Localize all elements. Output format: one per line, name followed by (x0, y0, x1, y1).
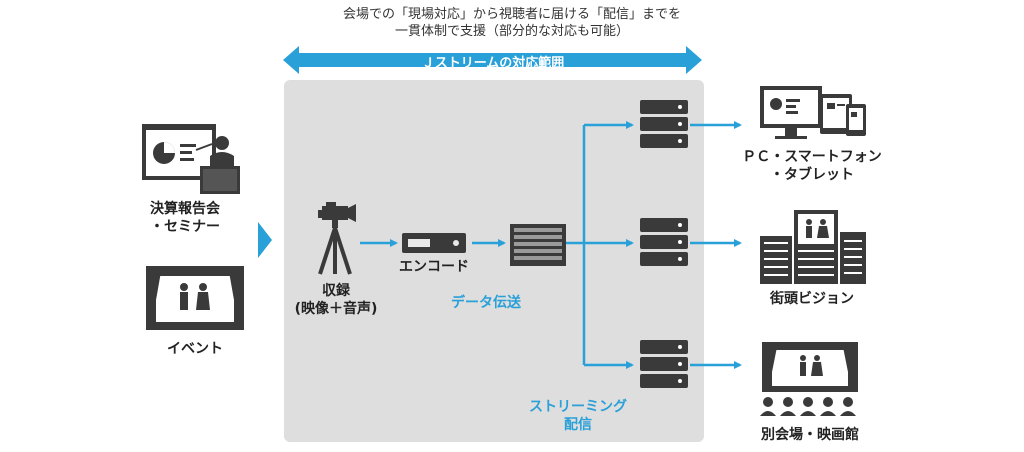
recording-label: 収録 (映像＋音声) (295, 282, 378, 318)
theater-icon (760, 342, 858, 416)
top-caption: 会場での「現場対応」から視聴者に届ける「配信」までを 一貫体制で支援（部分的な対… (343, 6, 681, 40)
recording-label-line2: (映像＋音声) (294, 301, 378, 317)
event-label: イベント (167, 341, 223, 357)
street-vision-buildings-icon (760, 210, 866, 284)
devices-icon (760, 86, 866, 139)
caption-line1: 会場での「現場対応」から視聴者に届ける「配信」までを (342, 7, 682, 22)
central-server-icon (510, 224, 566, 266)
scope-label: Ｊストリームの対応範囲 (421, 56, 565, 71)
camera-tripod-icon (318, 202, 356, 275)
venue-label: 別会場・映画館 (761, 427, 859, 443)
server-stack-top-icon (640, 100, 688, 148)
streaming-label-line1: ストリーミング (529, 399, 627, 415)
scope-arrow (283, 46, 702, 74)
event-stage-icon (146, 266, 244, 330)
server-stack-bottom-icon (640, 340, 688, 388)
devices-label: ＰＣ・スマートフォン ・タブレット (742, 148, 882, 184)
encoder-device-icon (402, 233, 466, 253)
devices-label-line2: ・タブレット (770, 167, 854, 183)
encode-label: エンコード (399, 259, 469, 275)
devices-label-line1: ＰＣ・スマートフォン (742, 149, 882, 165)
caption-line2: 一貫体制で支援（部分的な対応も可能） (394, 24, 630, 39)
scope-panel (284, 80, 704, 442)
server-stack-mid-icon (640, 218, 688, 266)
signage-label: 街頭ビジョン (770, 291, 854, 307)
seminar-presentation-icon (142, 124, 240, 194)
seminar-label: 決算報告会 ・セミナー (150, 200, 220, 236)
data-transfer-label: データ伝送 (451, 295, 521, 311)
streaming-label-line2: 配信 (564, 417, 592, 433)
seminar-label-line1: 決算報告会 (150, 201, 220, 217)
streaming-label: ストリーミング 配信 (529, 398, 627, 434)
flow-arrows (360, 121, 742, 369)
seminar-label-line2: ・セミナー (150, 219, 220, 235)
recording-label-line1: 収録 (321, 283, 350, 299)
input-arrow-icon (258, 222, 272, 258)
